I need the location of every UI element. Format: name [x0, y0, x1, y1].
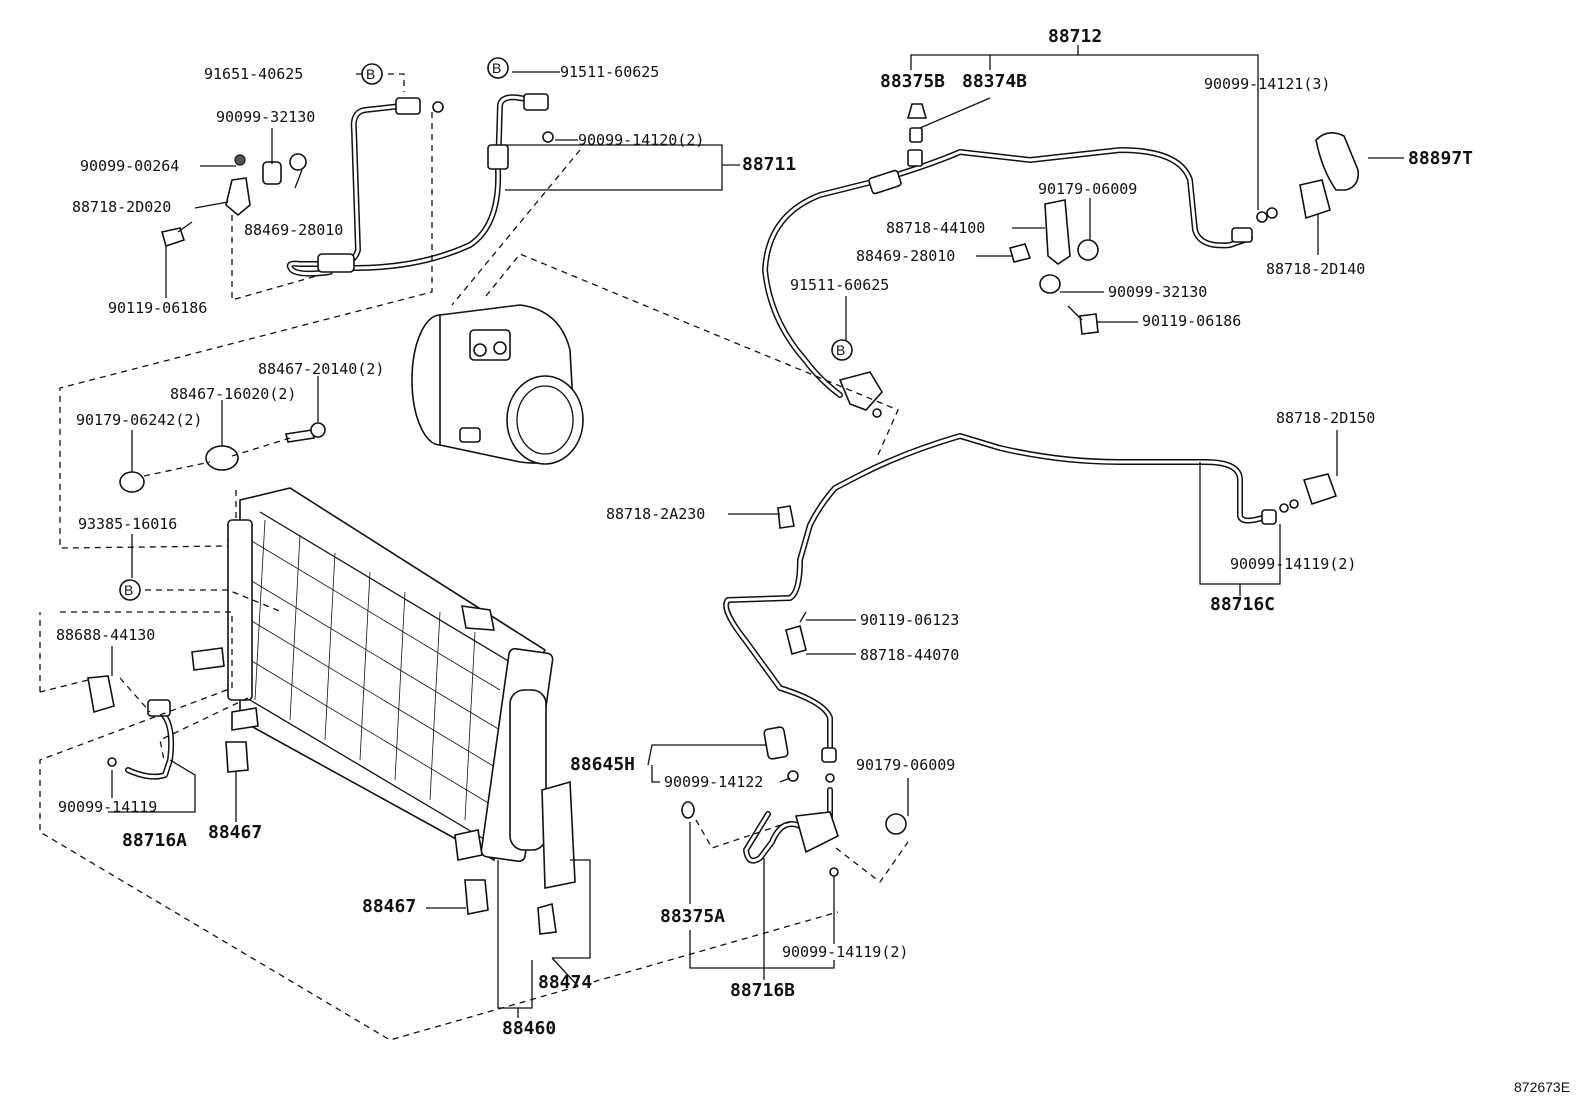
label-88718-2D140: 88718-2D140	[1266, 260, 1366, 278]
fittings-top-right	[906, 103, 1360, 335]
label-88688-44130: 88688-44130	[56, 626, 156, 644]
tube-88716C	[723, 433, 1338, 763]
label-91511-60625-right: 91511-60625	[790, 276, 890, 294]
callout-b-4: B	[124, 582, 134, 598]
compressor	[411, 304, 584, 465]
label-90099-32130-right: 90099-32130	[1108, 283, 1208, 301]
dashed-lines	[39, 73, 909, 1041]
label-88716A: 88716A	[122, 830, 188, 851]
label-90099-14119-c: 90099-14119(2)	[1230, 555, 1357, 573]
label-88467-16020: 88467-16020(2)	[170, 385, 297, 403]
label-90119-06186-left: 90119-06186	[108, 299, 208, 317]
label-88711: 88711	[742, 154, 797, 175]
label-88718-2D020: 88718-2D020	[72, 198, 172, 216]
label-93385-16016: 93385-16016	[78, 515, 178, 533]
label-91511-60625-top: 91511-60625	[560, 63, 660, 81]
label-88716B: 88716B	[730, 980, 796, 1001]
label-88645H: 88645H	[570, 754, 636, 775]
label-88718-44100: 88718-44100	[886, 219, 986, 237]
tube-88716A	[87, 675, 175, 780]
label-90179-06009-bottom: 90179-06009	[856, 756, 956, 774]
label-90119-06123: 90119-06123	[860, 611, 960, 629]
label-88474: 88474	[538, 972, 593, 993]
hose-88711	[286, 93, 554, 277]
label-88718-2A230: 88718-2A230	[606, 505, 706, 523]
label-88460: 88460	[502, 1018, 557, 1039]
label-88469-28010-left: 88469-28010	[244, 221, 344, 239]
label-88718-44070: 88718-44070	[860, 646, 960, 664]
label-88374B: 88374B	[962, 71, 1028, 92]
label-88375A: 88375A	[660, 906, 726, 927]
label-90099-00264: 90099-00264	[80, 157, 180, 175]
label-88716C: 88716C	[1210, 594, 1276, 615]
desiccant-88474	[537, 780, 576, 935]
tube-88716B	[681, 726, 907, 877]
label-90179-06009-top: 90179-06009	[1038, 180, 1138, 198]
callout-b-2: B	[492, 60, 502, 76]
label-88469-28010-right: 88469-28010	[856, 247, 956, 265]
label-88712: 88712	[1048, 26, 1103, 47]
label-90099-14119-b: 90099-14119(2)	[782, 943, 909, 961]
label-88375B: 88375B	[880, 71, 946, 92]
label-90099-14119-a: 90099-14119	[58, 798, 158, 816]
diagram-id: 872673E	[1514, 1079, 1571, 1095]
label-90099-32130-left: 90099-32130	[216, 108, 316, 126]
label-90099-14120: 90099-14120(2)	[578, 131, 705, 149]
leader-lines	[108, 45, 1404, 1018]
callout-b-3: B	[836, 342, 846, 358]
label-90099-14121: 90099-14121(3)	[1204, 75, 1331, 93]
label-88467-low: 88467	[362, 896, 417, 917]
callout-b-1: B	[366, 66, 376, 82]
callout-circles	[119, 57, 853, 601]
label-88897T: 88897T	[1408, 148, 1474, 169]
label-90099-14122: 90099-14122	[664, 773, 764, 791]
condenser-88460	[191, 487, 554, 915]
label-88467-20140: 88467-20140(2)	[258, 360, 385, 378]
bracket-88718-44070	[785, 611, 807, 655]
label-88718-2D150: 88718-2D150	[1276, 409, 1376, 427]
label-88467-mid: 88467	[208, 822, 263, 843]
label-91651-40625: 91651-40625	[204, 65, 304, 83]
hose-88712	[762, 147, 1278, 418]
label-90179-06242: 90179-06242(2)	[76, 411, 203, 429]
label-90119-06186-right: 90119-06186	[1142, 312, 1242, 330]
